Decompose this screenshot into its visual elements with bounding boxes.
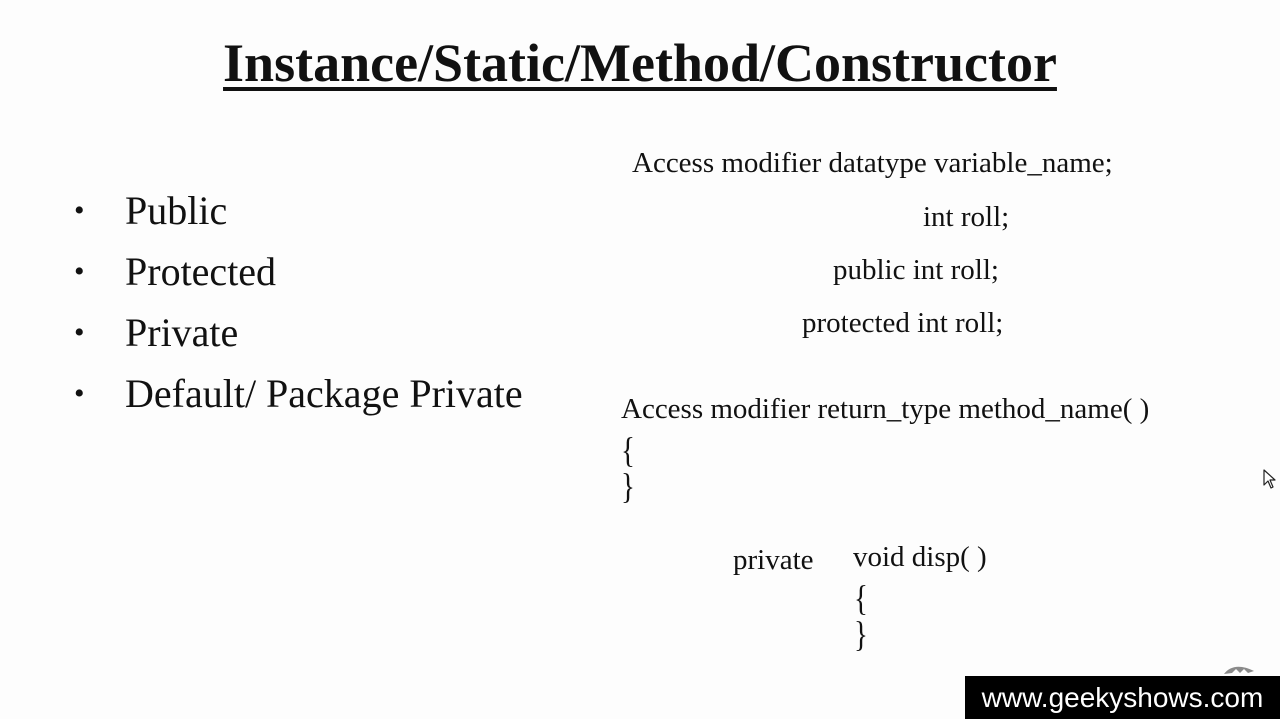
list-item-text: Protected	[125, 249, 277, 294]
method-open-brace: {	[621, 430, 635, 471]
access-modifier-list: • Public • Protected • Private • Default…	[74, 185, 523, 429]
method-example-signature: void disp( )	[853, 541, 987, 573]
list-item: • Public	[74, 185, 523, 246]
list-item: • Default/ Package Private	[74, 368, 523, 429]
variable-example-line: int roll;	[923, 201, 1010, 233]
method-close-brace: }	[621, 466, 635, 507]
mouse-pointer-icon	[1263, 469, 1276, 489]
list-item-text: Default/ Package Private	[125, 371, 523, 416]
list-item-text: Private	[125, 310, 239, 355]
method-example-close-brace: }	[854, 614, 868, 655]
bullet-marker: •	[74, 194, 85, 227]
method-example-modifier: private	[733, 544, 814, 576]
method-syntax-line: Access modifier return_type method_name(…	[621, 393, 1150, 425]
variable-syntax-line: Access modifier datatype variable_name;	[632, 147, 1113, 179]
bullet-marker: •	[74, 316, 85, 349]
bullet-marker: •	[74, 255, 85, 288]
variable-example-line: public int roll;	[833, 254, 999, 286]
slide-title-text: Instance/Static/Method/Constructor	[223, 33, 1057, 93]
list-item: • Protected	[74, 246, 523, 307]
list-item-text: Public	[125, 188, 228, 233]
slide-title: Instance/Static/Method/Constructor	[0, 30, 1280, 96]
method-example-open-brace: {	[854, 578, 868, 619]
list-item: • Private	[74, 307, 523, 368]
variable-example-line: protected int roll;	[802, 307, 1004, 339]
bullet-marker: •	[74, 377, 85, 410]
logo-mark-icon	[1224, 666, 1254, 674]
website-watermark: www.geekyshows.com	[965, 676, 1280, 719]
